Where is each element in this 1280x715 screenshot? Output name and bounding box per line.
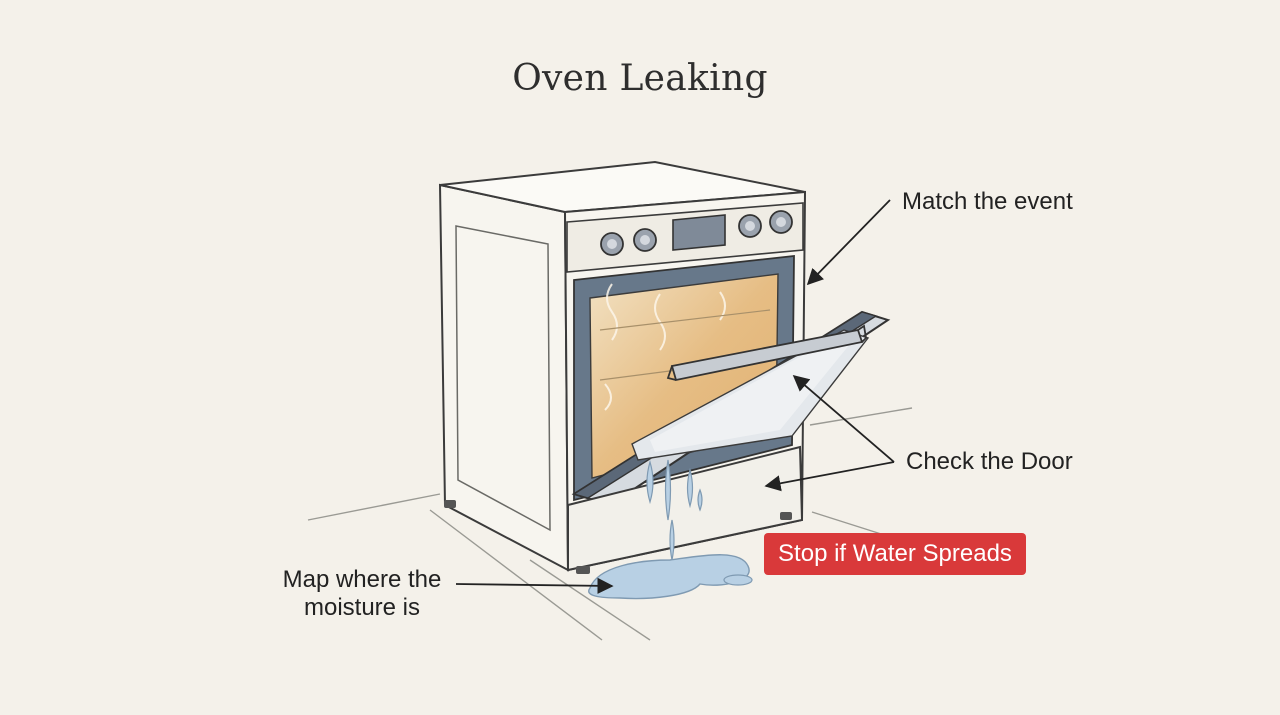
arrow-match-event xyxy=(806,199,891,286)
water-drip-icon xyxy=(646,459,703,561)
arrow-check-door xyxy=(764,374,895,492)
door-handle-icon xyxy=(666,324,867,382)
label-check-door: Check the Door xyxy=(906,448,1073,475)
label-match-event: Match the event xyxy=(902,188,1073,215)
page-title: Oven Leaking xyxy=(512,58,768,99)
arrow-map-moisture xyxy=(455,577,614,594)
display-icon xyxy=(672,214,726,251)
floor-lines xyxy=(307,407,913,641)
oven-drawer xyxy=(567,445,804,572)
knob-icon xyxy=(600,210,793,256)
warning-badge: Stop if Water Spreads xyxy=(764,533,1026,575)
label-map-moisture: Map where the moisture is xyxy=(282,566,442,621)
